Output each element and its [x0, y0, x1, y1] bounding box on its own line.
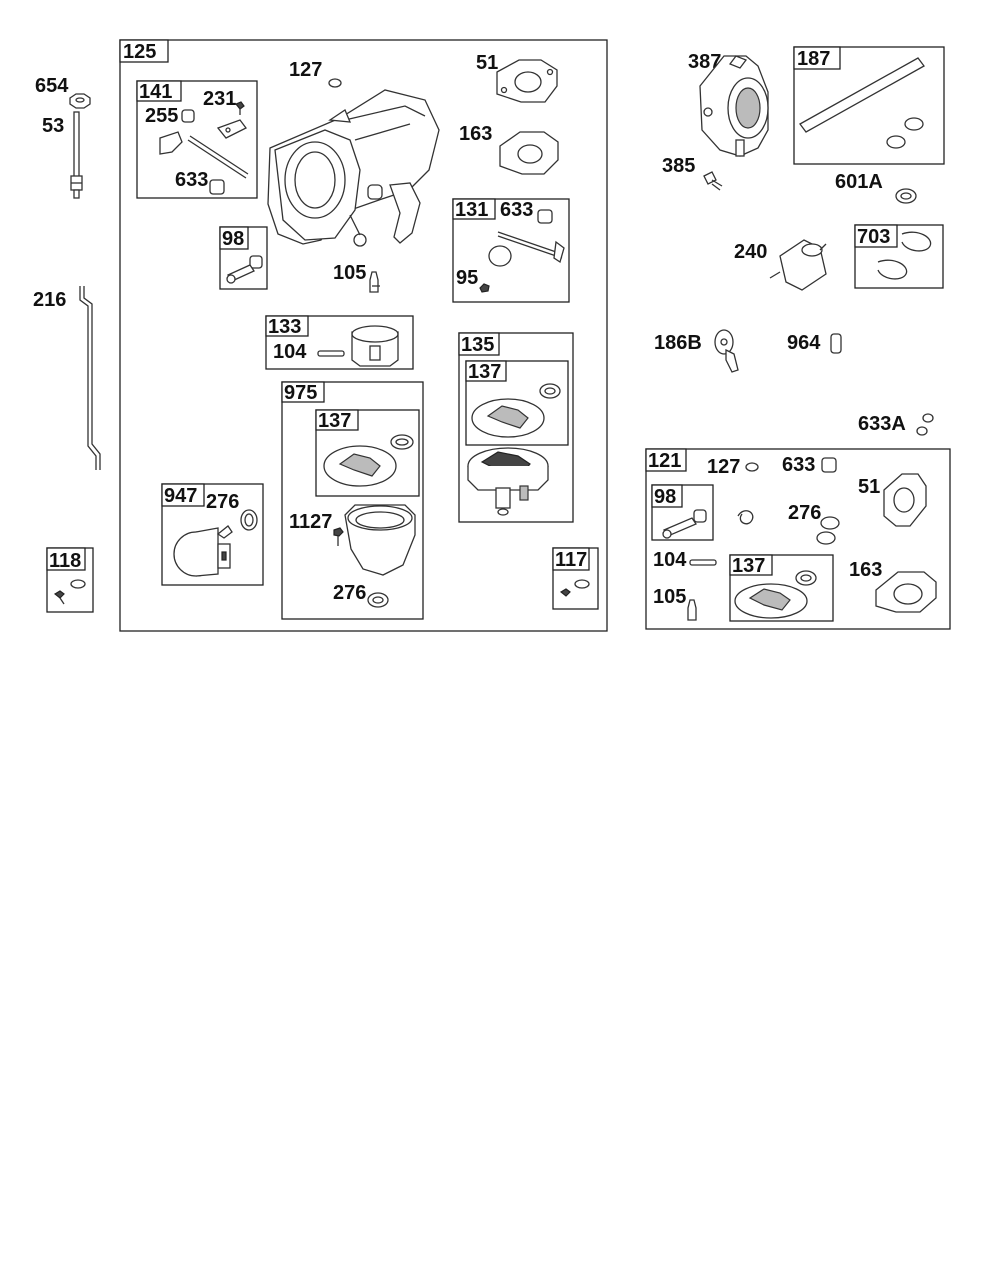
- part-387-fuel-pump[interactable]: 387: [688, 51, 769, 157]
- label-135: 135: [461, 334, 494, 356]
- label-633-141: 633: [175, 169, 208, 191]
- label-104: 104: [273, 341, 307, 363]
- label-187: 187: [797, 48, 830, 70]
- kit-117-screws[interactable]: 117: [552, 547, 599, 610]
- part-127-o-ring[interactable]: 127: [289, 59, 342, 88]
- label-276-947: 276: [206, 491, 239, 513]
- label-137-135: 137: [468, 361, 501, 383]
- part-105-float-needle[interactable]: 105: [333, 262, 380, 293]
- label-163-121: 163: [849, 559, 882, 581]
- kit-131-throttle-shaft[interactable]: 131 633 95: [452, 198, 570, 303]
- label-385: 385: [662, 155, 695, 177]
- part-51-gasket[interactable]: 51: [476, 52, 558, 103]
- label-118: 118: [49, 550, 81, 572]
- part-163-gasket[interactable]: 163: [459, 123, 559, 175]
- label-121: 121: [648, 450, 681, 472]
- part-601A-clamp[interactable]: 601A: [835, 171, 917, 204]
- assembly-125-carburetor[interactable]: 125: [119, 39, 608, 632]
- part-187-fuel-line[interactable]: 187: [793, 46, 945, 165]
- label-387: 387: [688, 51, 721, 73]
- label-127: 127: [289, 59, 322, 81]
- kit-137-gaskets-975[interactable]: 137: [315, 409, 420, 497]
- label-127-121: 127: [707, 456, 740, 478]
- kit-121-overhaul[interactable]: 121 127 633 276 51 104 105 163: [645, 448, 951, 630]
- label-104-121: 104: [653, 549, 687, 571]
- kit-98-idle-screw[interactable]: 98: [219, 226, 268, 290]
- label-137-975: 137: [318, 410, 351, 432]
- label-51-121: 51: [858, 476, 880, 498]
- part-385-screw[interactable]: 385: [662, 155, 723, 191]
- label-633-131: 633: [500, 199, 533, 221]
- label-133: 133: [268, 316, 301, 338]
- label-105-121: 105: [653, 586, 686, 608]
- label-633A: 633A: [858, 413, 906, 435]
- part-53-throttle-shaft[interactable]: 53: [42, 111, 83, 199]
- part-240-fuel-filter[interactable]: 240: [734, 239, 827, 291]
- label-975: 975: [284, 382, 317, 404]
- label-240: 240: [734, 241, 767, 263]
- label-137-121: 137: [732, 555, 765, 577]
- kit-947-fuel-solenoid[interactable]: 947 276: [161, 483, 264, 586]
- kit-703-clamps[interactable]: 703: [854, 224, 944, 289]
- part-964-sleeve[interactable]: 964: [787, 332, 842, 354]
- label-53: 53: [42, 115, 64, 137]
- label-1127: 1127: [289, 511, 332, 533]
- label-117: 117: [555, 549, 587, 571]
- kit-135-float-bowl[interactable]: 135: [458, 332, 574, 523]
- part-633A-seal[interactable]: 633A: [858, 413, 934, 436]
- label-276-121: 276: [788, 502, 821, 524]
- part-654-nut[interactable]: 654: [35, 75, 91, 109]
- kit-137-gaskets-135[interactable]: 137: [465, 360, 569, 446]
- part-186B-fuel-fitting[interactable]: 186B: [654, 329, 739, 373]
- kit-133-float[interactable]: 133 104: [265, 315, 414, 370]
- label-95: 95: [456, 267, 478, 289]
- kit-98-idle-screw-121[interactable]: 98: [651, 484, 714, 541]
- carburetor-body[interactable]: [267, 89, 440, 247]
- kit-137-gaskets-121[interactable]: 137: [729, 554, 834, 622]
- label-231: 231: [203, 88, 236, 110]
- label-276-975: 276: [333, 582, 366, 604]
- kit-975-fuel-bowl[interactable]: 975 1127 276: [281, 381, 424, 620]
- label-964: 964: [787, 332, 821, 354]
- part-216-governor-link[interactable]: 216: [33, 286, 101, 470]
- label-255: 255: [145, 105, 178, 127]
- label-186B: 186B: [654, 332, 702, 354]
- kit-141-choke-shaft[interactable]: 141 231 255 633: [136, 80, 258, 199]
- label-131: 131: [455, 199, 488, 221]
- label-703: 703: [857, 226, 890, 248]
- label-216: 216: [33, 289, 66, 311]
- label-633-121: 633: [782, 454, 815, 476]
- label-51: 51: [476, 52, 498, 74]
- label-98: 98: [222, 228, 244, 250]
- label-163: 163: [459, 123, 492, 145]
- label-601A: 601A: [835, 171, 883, 193]
- label-947: 947: [164, 485, 197, 507]
- label-654: 654: [35, 75, 69, 97]
- label-125: 125: [123, 41, 156, 63]
- label-105: 105: [333, 262, 366, 284]
- kit-118-screws[interactable]: 118: [46, 547, 94, 613]
- label-98-121: 98: [654, 486, 676, 508]
- label-141: 141: [139, 81, 172, 103]
